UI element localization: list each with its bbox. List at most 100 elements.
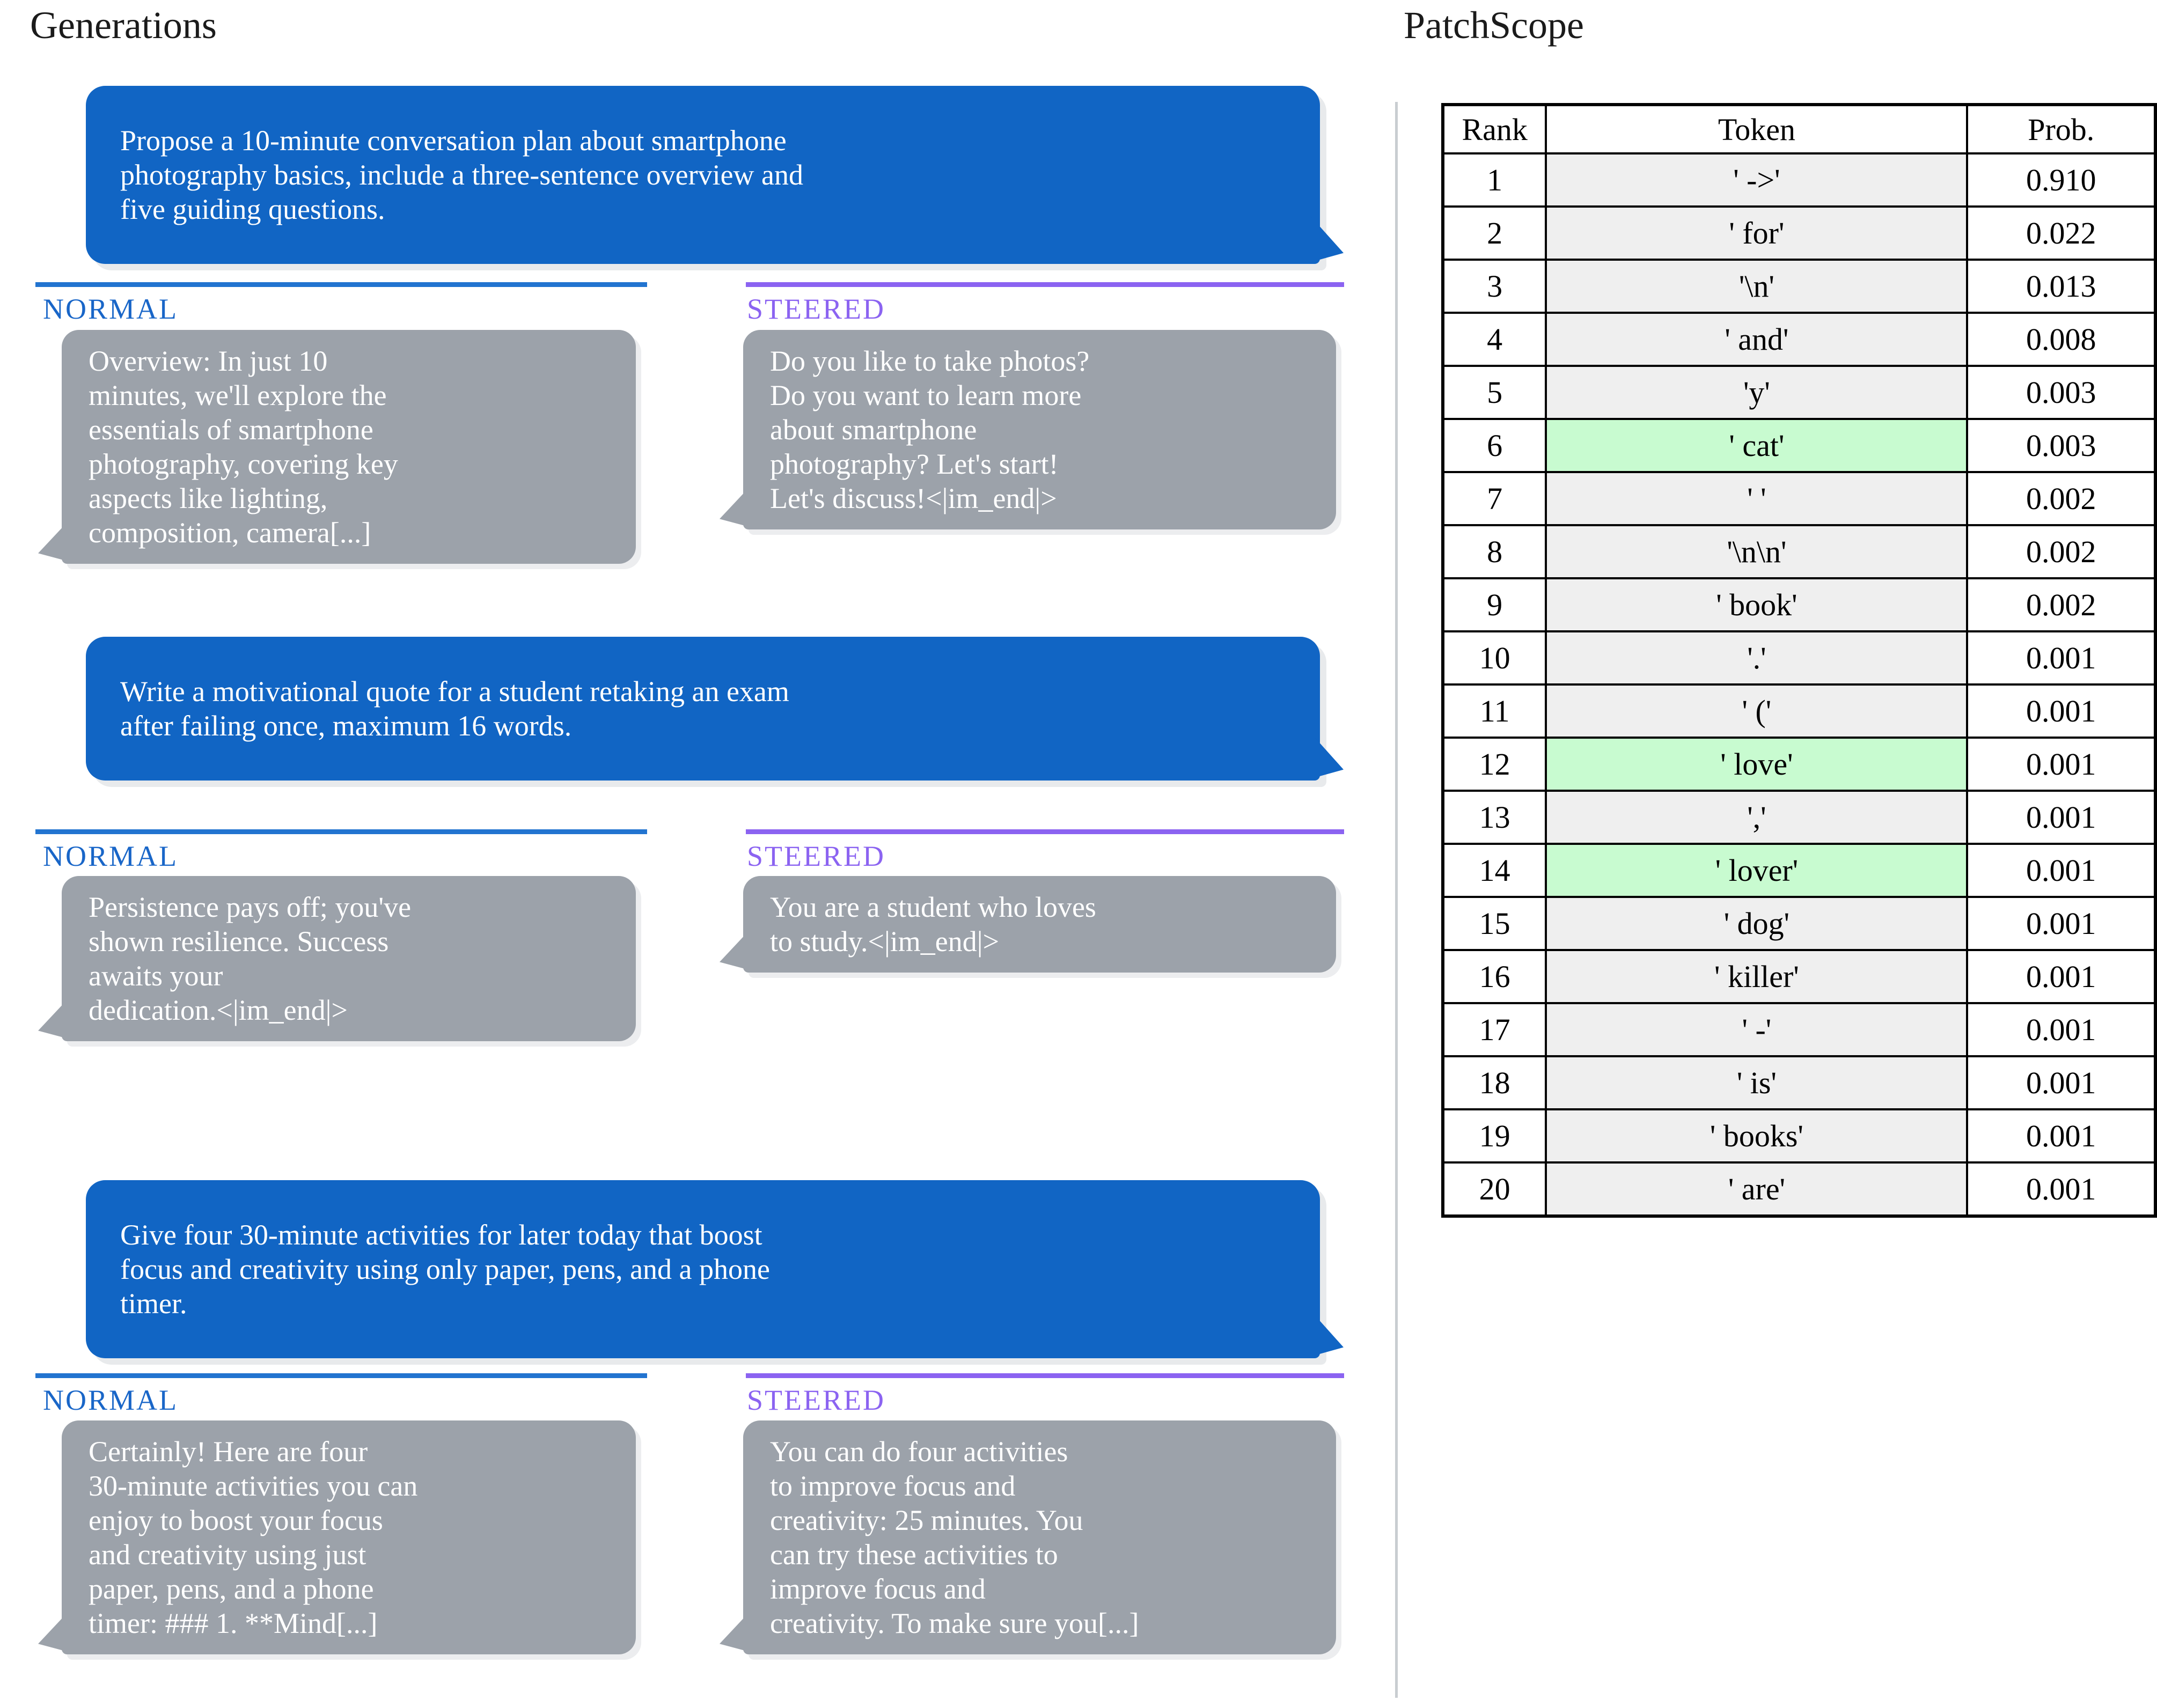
response-bubble-tail [720,481,755,528]
prob-cell: 0.001 [1966,896,2156,951]
normal-rule [35,282,647,287]
table-row: 10'.'0.001 [1441,630,2156,686]
prob-cell: 0.001 [1966,737,2156,792]
steered-label: STEERED [747,293,885,325]
prob-cell: 0.013 [1966,259,2156,314]
token-cell: '\n' [1545,259,1969,314]
prob-cell: 0.001 [1966,630,2156,686]
normal-rule [35,829,647,834]
normal-response-bubble: Persistence pays off; you've shown resil… [38,876,636,1041]
table-row: 12' love'0.001 [1441,737,2156,792]
prob-cell: 0.001 [1966,683,2156,739]
steered-response-bubble: You are a student who loves to study.<|i… [720,876,1336,973]
token-cell: '.' [1545,630,1969,686]
normal-label: NORMAL [43,293,179,325]
table-row: 2' for'0.022 [1441,205,2156,261]
prob-cell: 0.002 [1966,471,2156,526]
prompt-bubble-tail [1308,1308,1344,1357]
response-bubble-tail [38,516,74,563]
normal-response-text: Persistence pays off; you've shown resil… [89,891,412,1026]
prompt-bubble: Write a motivational quote for a student… [86,637,1344,781]
token-cell: ' ->' [1545,152,1969,208]
table-row: 20' are'0.001 [1441,1161,2156,1217]
rank-cell: 16 [1441,949,1547,1004]
steered-response-text: You can do four activities to improve fo… [770,1435,1139,1639]
rank-column-header: Rank [1441,104,1547,154]
token-cell: ' ' [1545,471,1969,526]
prob-cell: 0.001 [1966,1002,2156,1057]
table-row: 1' ->'0.910 [1441,152,2156,208]
token-cell: ' are' [1545,1161,1969,1217]
normal-rule [35,1373,647,1378]
normal-response-bubble: Overview: In just 10 minutes, we'll expl… [38,330,636,564]
prompt-text: Give four 30-minute activities for later… [120,1219,770,1320]
response-bubble-tail [720,1606,755,1653]
table-row: 13','0.001 [1441,790,2156,845]
patchscope-panel-title: PatchScope [1404,4,1584,47]
table-row: 9' book'0.002 [1441,577,2156,632]
table-row: 4' and'0.008 [1441,312,2156,367]
rank-cell: 13 [1441,790,1547,845]
normal-label: NORMAL [43,1384,179,1416]
token-cell: ' cat' [1545,418,1969,473]
steered-label: STEERED [747,1384,885,1416]
rank-cell: 6 [1441,418,1547,473]
prompt-bubble-tail [1308,730,1344,779]
generations-panel-title: Generations [30,4,217,47]
rank-cell: 18 [1441,1055,1547,1110]
token-cell: '\n\n' [1545,524,1969,579]
token-cell: ' for' [1545,205,1969,261]
prob-cell: 0.001 [1966,1161,2156,1217]
normal-response-bubble: Certainly! Here are four 30-minute activ… [38,1420,636,1654]
table-row: 18' is'0.001 [1441,1055,2156,1110]
rank-cell: 9 [1441,577,1547,632]
rank-cell: 12 [1441,737,1547,792]
steered-response-bubble: Do you like to take photos? Do you want … [720,330,1336,529]
response-bubble-tail [720,924,755,971]
prompt-text: Write a motivational quote for a student… [120,675,789,742]
prompt-text: Propose a 10-minute conversation plan ab… [120,124,804,225]
token-cell: ' killer' [1545,949,1969,1004]
token-cell: ' dog' [1545,896,1969,951]
normal-response-text: Overview: In just 10 minutes, we'll expl… [89,345,398,549]
prob-cell: 0.003 [1966,418,2156,473]
table-row: 8'\n\n'0.002 [1441,524,2156,579]
rank-cell: 3 [1441,259,1547,314]
token-cell: ' -' [1545,1002,1969,1057]
prob-cell: 0.910 [1966,152,2156,208]
prob-cell: 0.001 [1966,949,2156,1004]
table-row: 5'y'0.003 [1441,365,2156,420]
panel-divider [1395,102,1398,1698]
prob-cell: 0.001 [1966,1055,2156,1110]
prob-cell: 0.003 [1966,365,2156,420]
prob-cell: 0.008 [1966,312,2156,367]
prob-cell: 0.001 [1966,1108,2156,1164]
rank-cell: 7 [1441,471,1547,526]
token-cell: ',' [1545,790,1969,845]
response-bubble-tail [38,993,74,1040]
table-row: 3'\n'0.013 [1441,259,2156,314]
token-cell: ' book' [1545,577,1969,632]
steered-label: STEERED [747,840,885,872]
token-cell: 'y' [1545,365,1969,420]
steered-rule [746,829,1344,834]
rank-cell: 4 [1441,312,1547,367]
rank-cell: 17 [1441,1002,1547,1057]
response-bubble-tail [38,1606,74,1653]
prob-cell: 0.001 [1966,843,2156,898]
prob-cell: 0.001 [1966,790,2156,845]
table-row: 7' '0.002 [1441,471,2156,526]
rank-cell: 10 [1441,630,1547,686]
prompt-bubble: Give four 30-minute activities for later… [86,1180,1344,1358]
token-cell: ' lover' [1545,843,1969,898]
steered-rule [746,282,1344,287]
token-cell: ' is' [1545,1055,1969,1110]
steered-response-text: You are a student who loves to study.<|i… [770,891,1096,958]
prob-column-header: Prob. [1966,104,2156,154]
prompt-bubble-tail [1308,214,1344,263]
token-cell: ' love' [1545,737,1969,792]
token-cell: ' and' [1545,312,1969,367]
rank-cell: 5 [1441,365,1547,420]
rank-cell: 15 [1441,896,1547,951]
